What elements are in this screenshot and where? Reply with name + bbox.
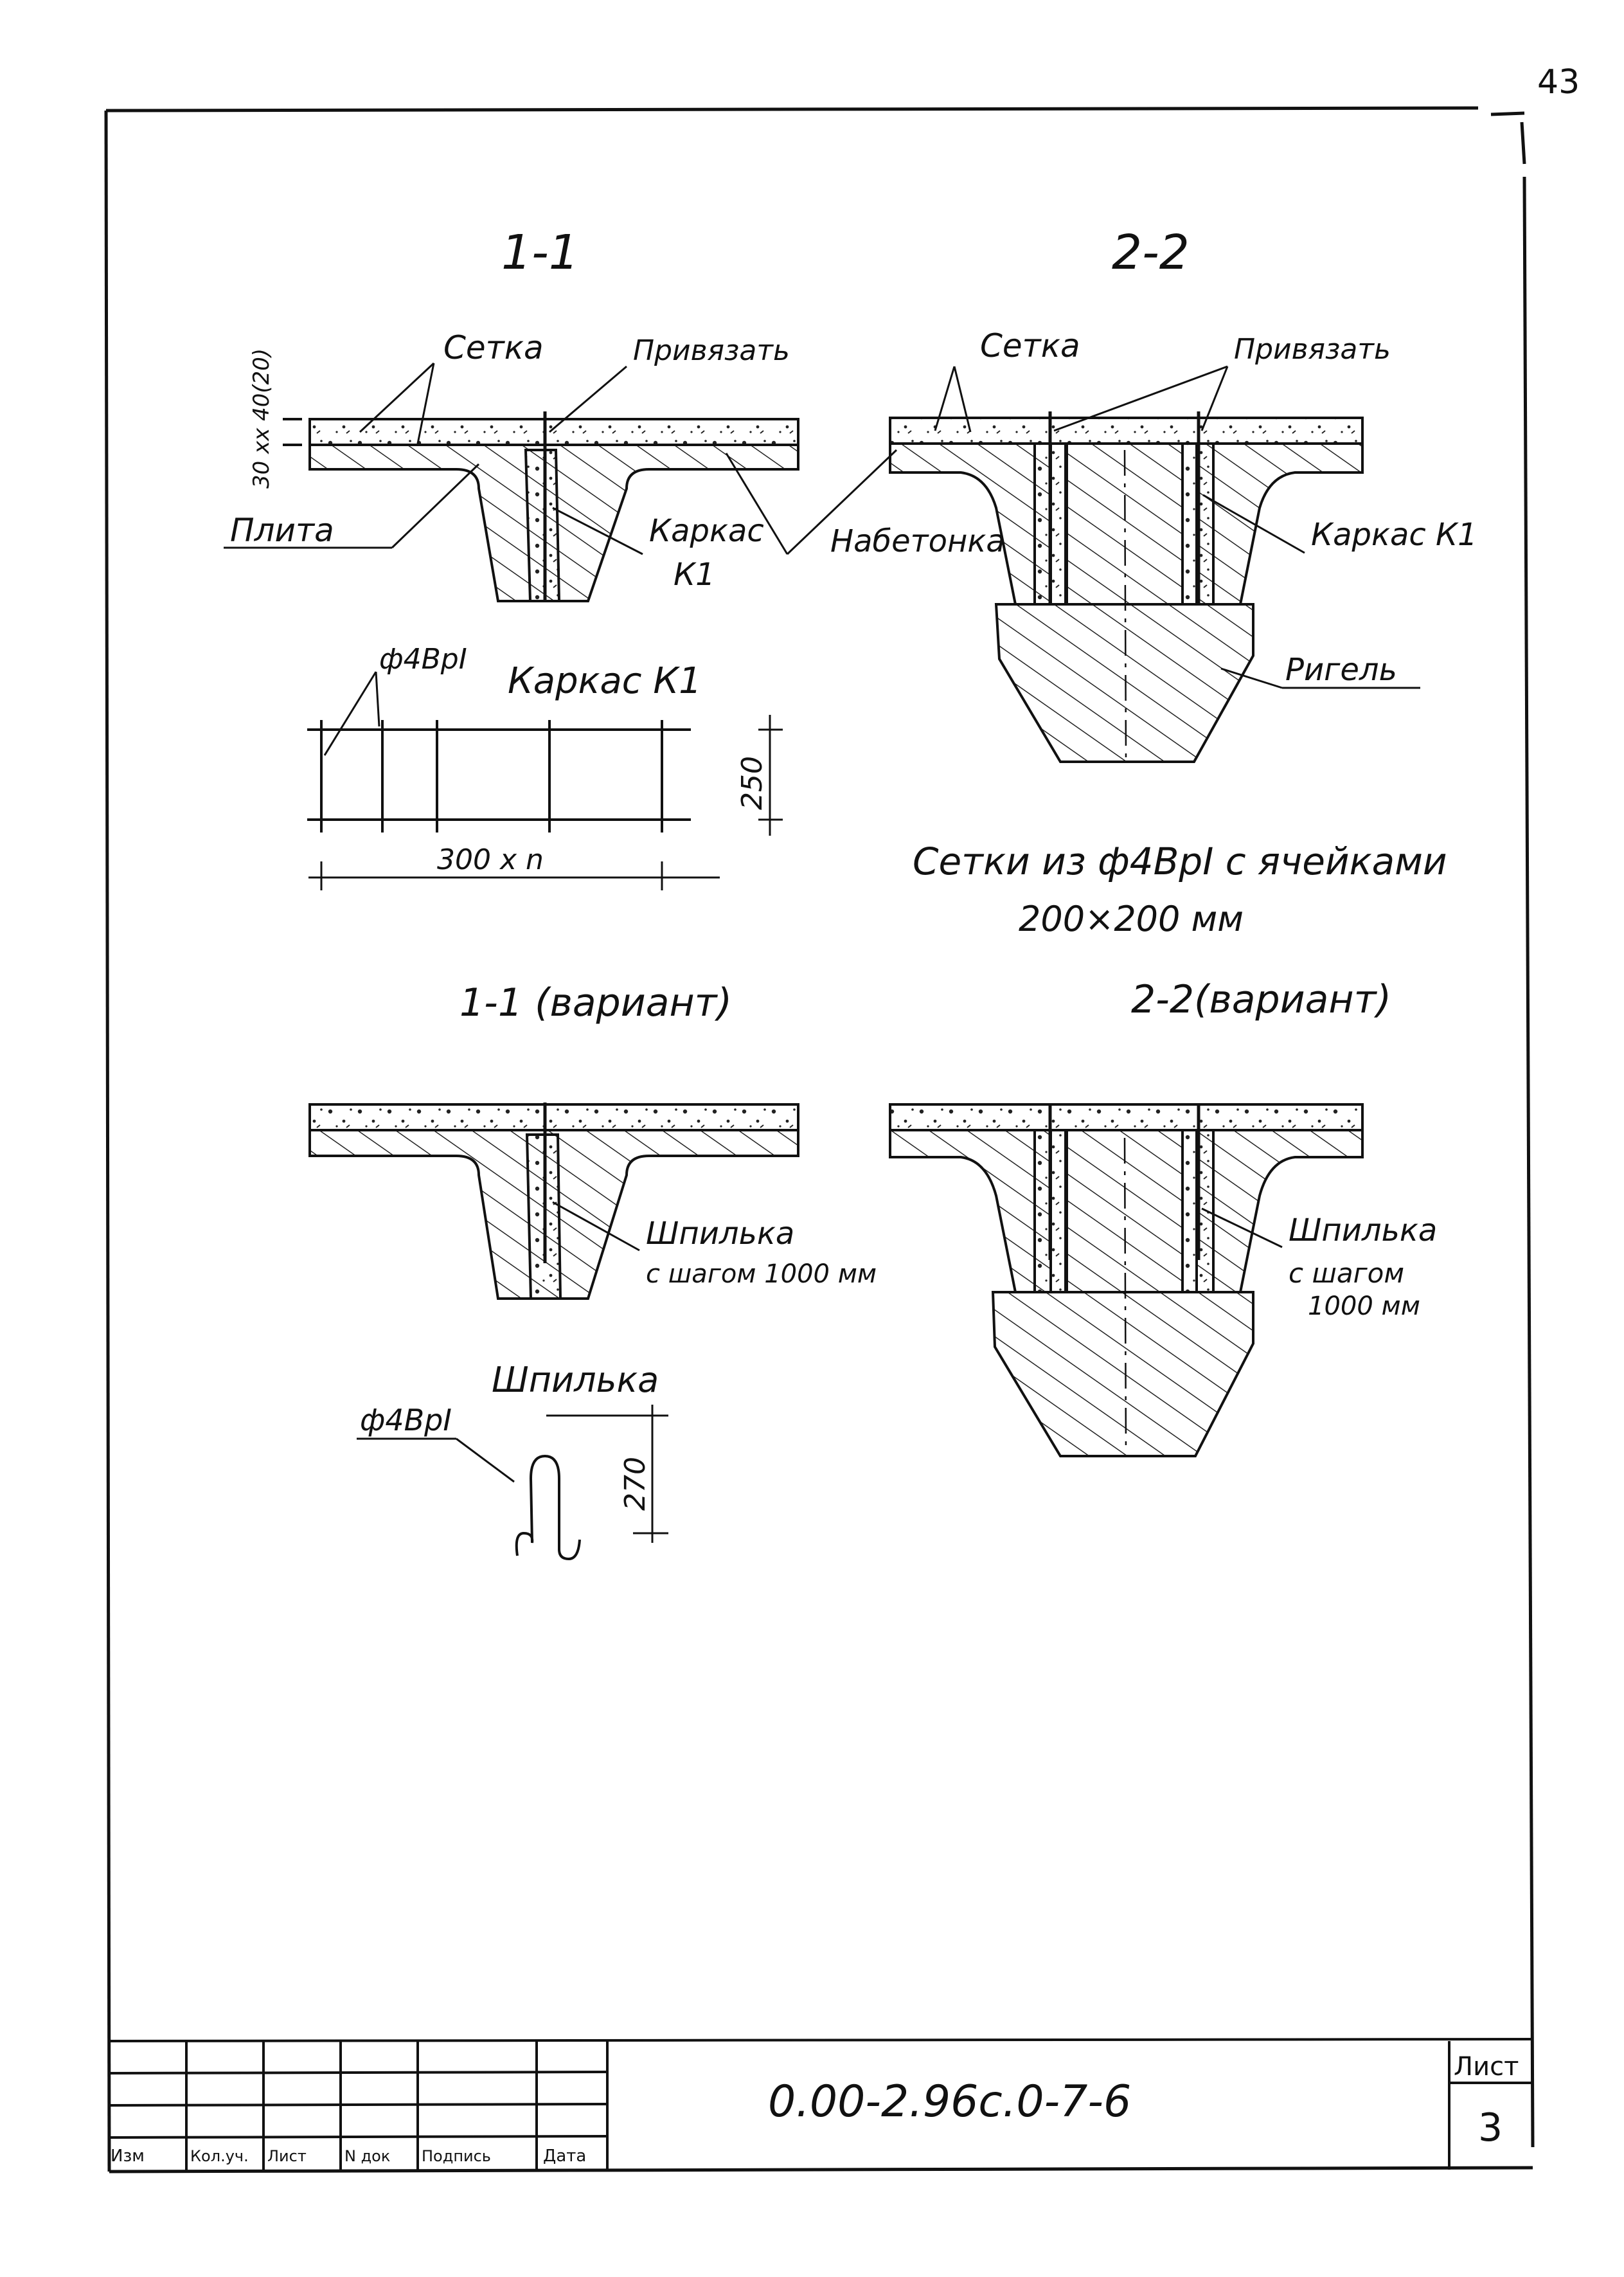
label-privyazat-2: Привязать xyxy=(1234,333,1391,366)
leader-plita-2 xyxy=(391,463,480,549)
leader-karkas-1 xyxy=(552,507,643,555)
bar-shpilka: ф4ВрI xyxy=(360,1403,452,1437)
tb-col-ndok: N док xyxy=(344,2147,390,2165)
mesh-note-line1: Сетки из ф4ВрI с ячейками xyxy=(913,840,1447,883)
page-number: 43 xyxy=(1537,63,1580,102)
section-2-2 xyxy=(889,411,1364,763)
dim-270: 270 xyxy=(619,1457,652,1511)
leader-nabetonka-2 xyxy=(786,449,898,555)
leader-nabetonka-1 xyxy=(725,453,789,555)
document-code: 0.00-2.96с.0-7-6 xyxy=(768,2076,1131,2127)
label-step-1000: с шагом 1000 мм xyxy=(646,1259,877,1289)
tb-col-data: Дата xyxy=(543,2146,586,2166)
karkas-k1-title: Каркас К1 xyxy=(508,660,702,702)
tb-col-podpis: Подпись xyxy=(422,2147,491,2165)
dim-250: 250 xyxy=(736,756,769,810)
label-step-line1: с шагом xyxy=(1289,1257,1404,1289)
tb-col-kolvo: Кол.уч. xyxy=(190,2147,249,2165)
section-1-1-title: 1-1 xyxy=(501,225,579,280)
sheet-number: 3 xyxy=(1478,2105,1503,2150)
section-2-2-title: 2-2 xyxy=(1112,225,1190,280)
label-rigel: Ригель xyxy=(1285,652,1397,688)
karkas-k1-drawing xyxy=(307,671,783,890)
section-1-1-variant xyxy=(308,1102,799,1300)
leader-privyazat-1 xyxy=(549,365,627,433)
tb-col-list: Лист xyxy=(267,2147,307,2165)
tb-col-izm: Изм xyxy=(111,2146,145,2166)
title-block xyxy=(109,2038,1533,2172)
sheet-label: Лист xyxy=(1454,2052,1519,2082)
leader-setka-1 xyxy=(359,362,435,433)
section-1-1 xyxy=(283,411,799,602)
label-shpilka-2: Шпилька xyxy=(1289,1212,1437,1248)
label-plita: Плита xyxy=(230,512,334,549)
leader-rigel-2 xyxy=(1220,667,1283,689)
label-karkas-k1-a: Каркас xyxy=(649,513,764,549)
leader-setka-2b xyxy=(953,366,972,433)
leader-setka-1b xyxy=(416,363,435,444)
mesh-note-line2: 200×200 мм xyxy=(1019,899,1244,939)
leader-shpilka-1 xyxy=(552,1201,640,1252)
label-setka-2: Сетка xyxy=(980,327,1080,364)
leader-privyazat-2a xyxy=(1053,365,1228,432)
label-setka-1: Сетка xyxy=(443,329,544,366)
label-karkas-k1-2: Каркас К1 xyxy=(1311,517,1477,553)
leader-shpilka-2 xyxy=(1201,1207,1283,1248)
leader-setka-2 xyxy=(934,366,956,431)
label-privyazat-1: Привязать xyxy=(633,334,790,367)
section-1-1-variant-title: 1-1 (вариант) xyxy=(460,980,732,1025)
leader-karkas-2 xyxy=(1202,494,1305,554)
shpilka-drawing xyxy=(357,1405,668,1561)
label-step-line2: 1000 мм xyxy=(1308,1292,1420,1321)
label-shpilka-1: Шпилька xyxy=(646,1216,794,1252)
section-2-2-variant-title: 2-2(вариант) xyxy=(1131,977,1391,1022)
sheet-frame xyxy=(104,106,1535,2174)
bar-k1: ф4ВрI xyxy=(379,643,467,676)
label-karkas-k1-b: К1 xyxy=(674,557,715,593)
label-nabetonka: Набетонка xyxy=(830,523,1005,559)
leader-privyazat-2b xyxy=(1200,366,1229,431)
shpilka-title: Шпилька xyxy=(492,1360,659,1400)
section-2-2-variant xyxy=(889,1103,1364,1457)
dim-300n: 300 х n xyxy=(437,843,544,876)
thickness-dimension: 30 хх 40(20) xyxy=(249,348,274,489)
